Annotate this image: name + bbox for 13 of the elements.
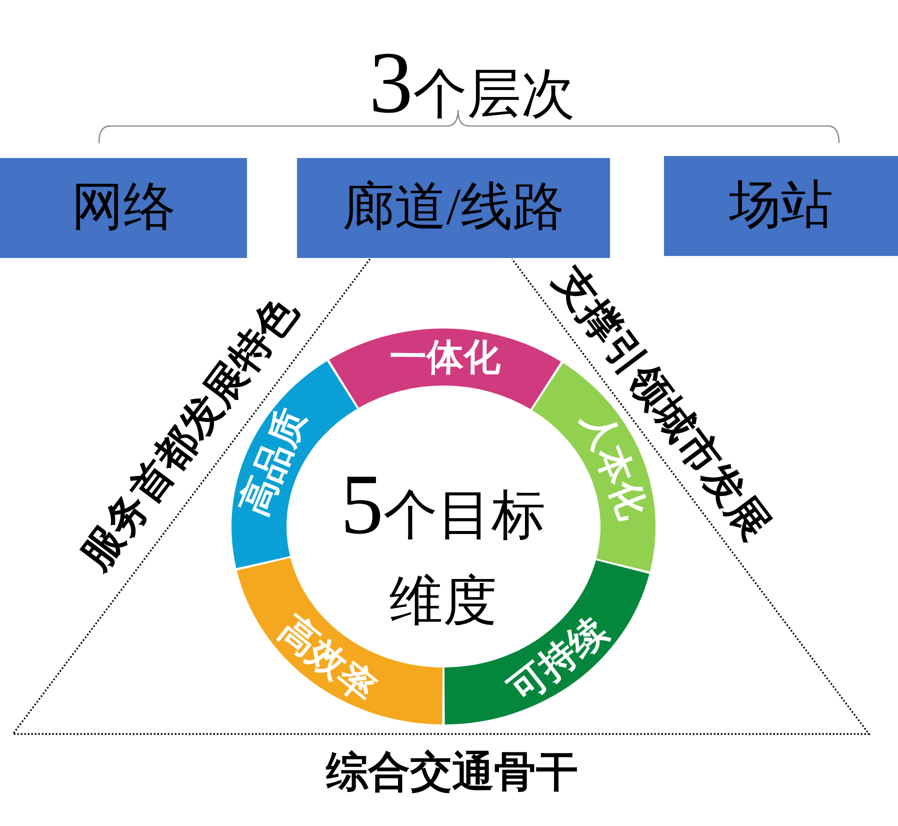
ring-segment [236,557,443,725]
segment-label: 高品质 [234,404,311,521]
level-box [297,158,610,258]
box-label: 网络 [72,182,176,234]
ring-segment [329,328,561,410]
base-label: 综合交通骨干 [326,751,578,793]
segment-label: 一体化 [389,338,501,376]
title: 3个层次 [369,40,575,128]
ring-segment [444,560,650,725]
level-box [0,158,247,258]
box-label: 廊道/线路 [342,182,565,234]
box-label: 场站 [729,180,833,232]
level-box [664,156,898,256]
